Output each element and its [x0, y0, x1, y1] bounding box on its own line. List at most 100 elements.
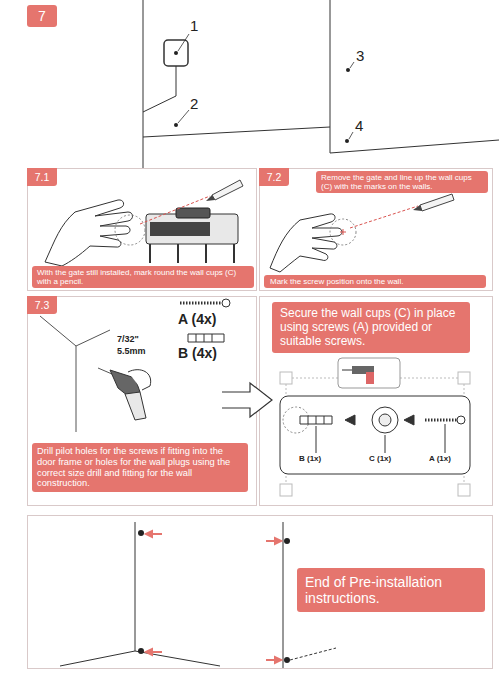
- hand: [270, 214, 342, 272]
- red-arrow: [146, 531, 281, 663]
- red-arrow: [146, 649, 152, 655]
- box-text: Drill pilot holes for the screws if fitt…: [37, 446, 243, 489]
- step-panel: [28, 516, 493, 669]
- callout-number: 3: [356, 48, 364, 65]
- step-panel: [260, 169, 493, 291]
- wall-corner: [60, 651, 135, 666]
- step-badge: 7: [27, 5, 57, 27]
- drill-icon: [338, 358, 400, 388]
- callout-dot: [345, 139, 349, 143]
- box-text: End of Pre-installation instructions.: [305, 574, 477, 606]
- screw-mark: [138, 530, 144, 536]
- screw-icon: [180, 302, 222, 305]
- leader-line: [349, 132, 353, 139]
- gate-mechanism: [149, 244, 151, 263]
- parts: [300, 416, 332, 424]
- drill: [125, 392, 146, 420]
- red-arrow: [146, 531, 152, 537]
- wall-scene: [164, 40, 188, 66]
- screw-mark: [284, 657, 290, 663]
- pencil: [140, 196, 210, 224]
- pencil: [212, 180, 243, 200]
- wall-plug-icon: [188, 334, 224, 342]
- wall-scene: [330, 140, 499, 153]
- pencil: [206, 195, 215, 201]
- end-note-box: End of Pre-installation instructions.: [297, 568, 485, 612]
- wall-plug-icon: [212, 334, 213, 342]
- callout-dot: [174, 51, 350, 143]
- box-text: 7.1: [27, 171, 57, 183]
- wall-scene: [143, 127, 330, 137]
- part-label: B (1x): [299, 455, 321, 464]
- wall-scene: [143, 0, 144, 137]
- hand: [45, 200, 133, 266]
- callout-number: 1: [190, 18, 198, 35]
- wall-corner: [60, 522, 336, 668]
- pencil: [340, 232, 346, 233]
- instruction-box: Mark the screw position onto the wall.: [264, 275, 486, 288]
- gate-mechanism: [150, 222, 210, 236]
- hand: [270, 214, 342, 272]
- wall-corner: [40, 316, 76, 346]
- gate-mechanism: [177, 244, 179, 263]
- instruction-box: With the gate still installed, mark roun…: [32, 266, 254, 288]
- pencil: [140, 180, 243, 224]
- parts: [385, 435, 386, 453]
- part-label: C (1x): [369, 455, 391, 464]
- parts: [457, 416, 465, 424]
- pencil: [420, 194, 454, 211]
- callout-dot: [174, 123, 178, 127]
- wall-corner: [76, 346, 77, 432]
- callout-number: 4: [355, 118, 363, 135]
- parts: [316, 416, 317, 424]
- wall-cup-mark: [330, 219, 356, 245]
- wall-corner: [290, 648, 336, 660]
- wall-scene: [143, 137, 144, 168]
- step-panel: [28, 169, 257, 291]
- leader-line: [178, 34, 189, 51]
- gate-mechanism: [176, 208, 210, 218]
- part-label: A (4x): [178, 312, 216, 327]
- wall-corner: [283, 522, 284, 668]
- drill: [98, 368, 151, 420]
- screw-icon: [180, 299, 230, 307]
- parts: [425, 419, 458, 422]
- screw-mark: [284, 538, 290, 544]
- wall-corner: [76, 330, 110, 346]
- parts: [308, 416, 309, 424]
- step-badge: 7.3: [27, 296, 57, 314]
- parts: [445, 424, 446, 453]
- instruction-box: Remove the gate and line up the wall cup…: [316, 171, 488, 193]
- gate-frame: [458, 372, 470, 384]
- parts: [324, 416, 325, 424]
- screw-mark: [138, 530, 290, 663]
- step-badge: 7.1: [27, 168, 57, 186]
- step-panel: [260, 297, 493, 506]
- drill-icon: [366, 372, 374, 384]
- parts: [379, 414, 391, 426]
- step-badge: 7.2: [259, 168, 289, 186]
- instruction-box: Drill pilot holes for the screws if fitt…: [32, 443, 248, 492]
- pencil: [350, 206, 418, 228]
- box-text: Remove the gate and line up the wall cup…: [321, 173, 483, 191]
- wall-plug-icon: [188, 334, 224, 342]
- wall-scene: [143, 66, 176, 112]
- box-text: Mark the screw position onto the wall.: [270, 277, 480, 286]
- parts: [316, 426, 317, 453]
- wall-corner: [135, 522, 136, 651]
- dimension: 7/32": [117, 335, 139, 345]
- box-text: With the gate still installed, mark roun…: [37, 268, 249, 286]
- screw-mark: [138, 648, 144, 654]
- parts: [404, 415, 414, 425]
- instruction-box: Secure the wall cups (C) in place using …: [272, 302, 470, 353]
- leader-line: [350, 62, 354, 68]
- wall-plug-icon: [204, 334, 205, 342]
- red-arrow: [275, 538, 281, 544]
- gate-mechanism: [205, 244, 207, 263]
- wall-corner: [40, 316, 110, 432]
- box-text: 7.3: [27, 299, 57, 311]
- dimension: 5.5mm: [117, 347, 146, 357]
- wall-cup-mark: [115, 215, 145, 245]
- wall-scene: [143, 0, 499, 168]
- parts: [283, 407, 465, 453]
